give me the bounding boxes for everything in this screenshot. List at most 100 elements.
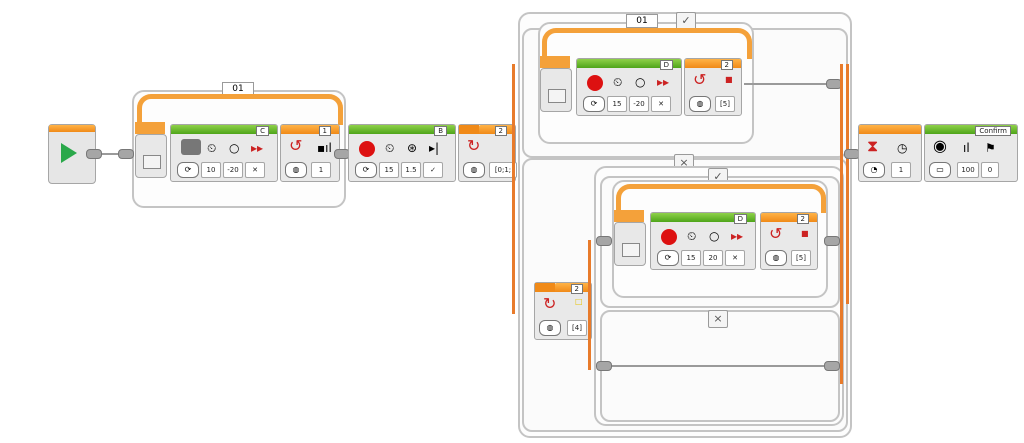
mode-icon[interactable]: ◍ [463, 162, 485, 178]
play-type-param[interactable]: 0 [981, 162, 999, 178]
brake-icon: ▸▸ [657, 75, 670, 89]
block-header [761, 213, 817, 222]
gauge-icon: ⏲ [385, 141, 395, 155]
block-header [651, 213, 755, 222]
switch-tab [535, 283, 555, 292]
mode-icon[interactable]: ⟳ [355, 162, 377, 178]
port-label[interactable]: C [256, 126, 269, 136]
motor-block-d-top[interactable]: D ⏲ ○ ▸▸ ⟳ 15 -20 ✕ [576, 58, 682, 116]
sound-block[interactable]: Confirm ◉ ıl ⚑ ▭ 100 0 [924, 124, 1018, 182]
connector [596, 361, 612, 371]
sensor-block-1[interactable]: 1 ↺ ▪ıl ◍ 1 [280, 124, 340, 182]
mode-icon[interactable]: ◔ [863, 162, 885, 178]
block-header [349, 125, 455, 134]
port-label[interactable]: 2 [570, 284, 583, 294]
block-header [577, 59, 681, 68]
circle-icon: ○ [709, 229, 720, 243]
brake-param[interactable]: ✕ [725, 250, 745, 266]
loop-count-icon [143, 155, 161, 169]
loop-count-icon [622, 243, 640, 257]
sensor-block-2-mid[interactable]: 2 ↺ ■ ◍ [5] [760, 212, 818, 270]
brake-param[interactable]: ✕ [651, 96, 671, 112]
motor-icon [661, 229, 677, 245]
port-label[interactable]: D [733, 214, 747, 224]
cross-icon[interactable]: × [708, 310, 728, 328]
case-param[interactable]: [0;1; [489, 162, 517, 178]
mode-icon[interactable]: ⟳ [657, 250, 679, 266]
switch-line [846, 64, 849, 304]
loop-start-tab [614, 210, 644, 222]
switch-line [840, 64, 843, 384]
motor-block-c[interactable]: C ⏲ ○ ▸▸ ⟳ 10 -20 ✕ [170, 124, 278, 182]
port-label[interactable]: 1 [318, 126, 331, 136]
port-label[interactable]: D [659, 60, 673, 70]
mode-icon[interactable]: ◍ [689, 96, 711, 112]
sensor-block-2-top[interactable]: 2 ↺ ■ ◍ [5] [684, 58, 742, 116]
rotation-param[interactable]: 1.5 [401, 162, 421, 178]
mode-icon[interactable]: ◍ [765, 250, 787, 266]
mode-icon[interactable]: ◍ [285, 162, 307, 178]
mode-icon[interactable]: ◍ [539, 320, 561, 336]
loop-name-label[interactable]: 01 [626, 14, 658, 28]
gauge-icon: ⏲ [613, 75, 623, 89]
speed-param[interactable]: 10 [201, 162, 221, 178]
circle-icon: ○ [635, 75, 646, 89]
indicator-icon: ■ [725, 75, 733, 84]
block-header [685, 59, 741, 68]
port-label[interactable]: 2 [494, 126, 507, 136]
mode-icon[interactable]: ▭ [929, 162, 951, 178]
motor-icon [359, 141, 375, 157]
sensor-icon: ↻ [467, 136, 481, 155]
motor-block-b[interactable]: B ⏲ ⊛ ▸| ⟳ 15 1.5 ✓ [348, 124, 456, 182]
speed-param[interactable]: 15 [607, 96, 627, 112]
play-icon[interactable] [61, 143, 77, 163]
mode-icon[interactable]: ⟳ [583, 96, 605, 112]
connector [824, 361, 840, 371]
rotation-param[interactable]: -20 [223, 162, 243, 178]
port-label[interactable]: 2 [720, 60, 733, 70]
port-label[interactable]: 2 [796, 214, 809, 224]
gauge-icon: ⏲ [687, 229, 697, 243]
play-type-icon: ⚑ [985, 141, 996, 155]
loop-start-tab [135, 122, 165, 134]
loop-interface [135, 134, 167, 178]
wait-block[interactable]: ⧗ ◷ ◔ 1 [858, 124, 922, 182]
loop-arc [137, 94, 343, 125]
speaker-icon: ◉ [933, 136, 947, 155]
case-param[interactable]: [5] [791, 250, 811, 266]
sensor-icon: ↺ [289, 136, 303, 155]
seconds-param[interactable]: 1 [891, 162, 911, 178]
loop-interface [614, 222, 646, 266]
rotation-param[interactable]: 20 [703, 250, 723, 266]
port-label[interactable]: B [434, 126, 447, 136]
brake-icon: ▸▸ [251, 141, 264, 155]
speed-param[interactable]: 15 [681, 250, 701, 266]
block-header [925, 125, 1017, 134]
hourglass-icon: ⧗ [867, 136, 879, 155]
rotation-icon: ⊛ [407, 141, 418, 155]
brake-icon: ▸| [429, 141, 440, 155]
case-param[interactable]: [5] [715, 96, 735, 112]
sequence-wire [94, 153, 124, 155]
motor-icon [587, 75, 603, 91]
connector [118, 149, 134, 159]
rotation-param[interactable]: -20 [629, 96, 649, 112]
indicator-icon: □ [575, 297, 583, 306]
compare-param[interactable]: 1 [311, 162, 331, 178]
connector [824, 236, 840, 246]
block-header [859, 125, 921, 134]
volume-param[interactable]: 100 [957, 162, 979, 178]
indicator-icon: ■ [801, 229, 809, 238]
switch-block-inner[interactable]: 2 ↻ □ ◍ [4] [534, 282, 592, 340]
signal-icon: ▪ıl [317, 141, 332, 155]
case-param[interactable]: [4] [567, 320, 587, 336]
motor-block-d-mid[interactable]: D ⏲ ○ ▸▸ ⟳ 15 20 ✕ [650, 212, 756, 270]
mode-icon[interactable]: ⟳ [177, 162, 199, 178]
file-label[interactable]: Confirm [975, 126, 1011, 136]
loop-interface [540, 68, 572, 112]
brake-param[interactable]: ✕ [245, 162, 265, 178]
switch-block-2[interactable]: 2 ↻ ◍ [0;1; [458, 124, 517, 182]
speed-param[interactable]: 15 [379, 162, 399, 178]
brake-param[interactable]: ✓ [423, 162, 443, 178]
gauge-icon: ⏲ [207, 141, 217, 155]
